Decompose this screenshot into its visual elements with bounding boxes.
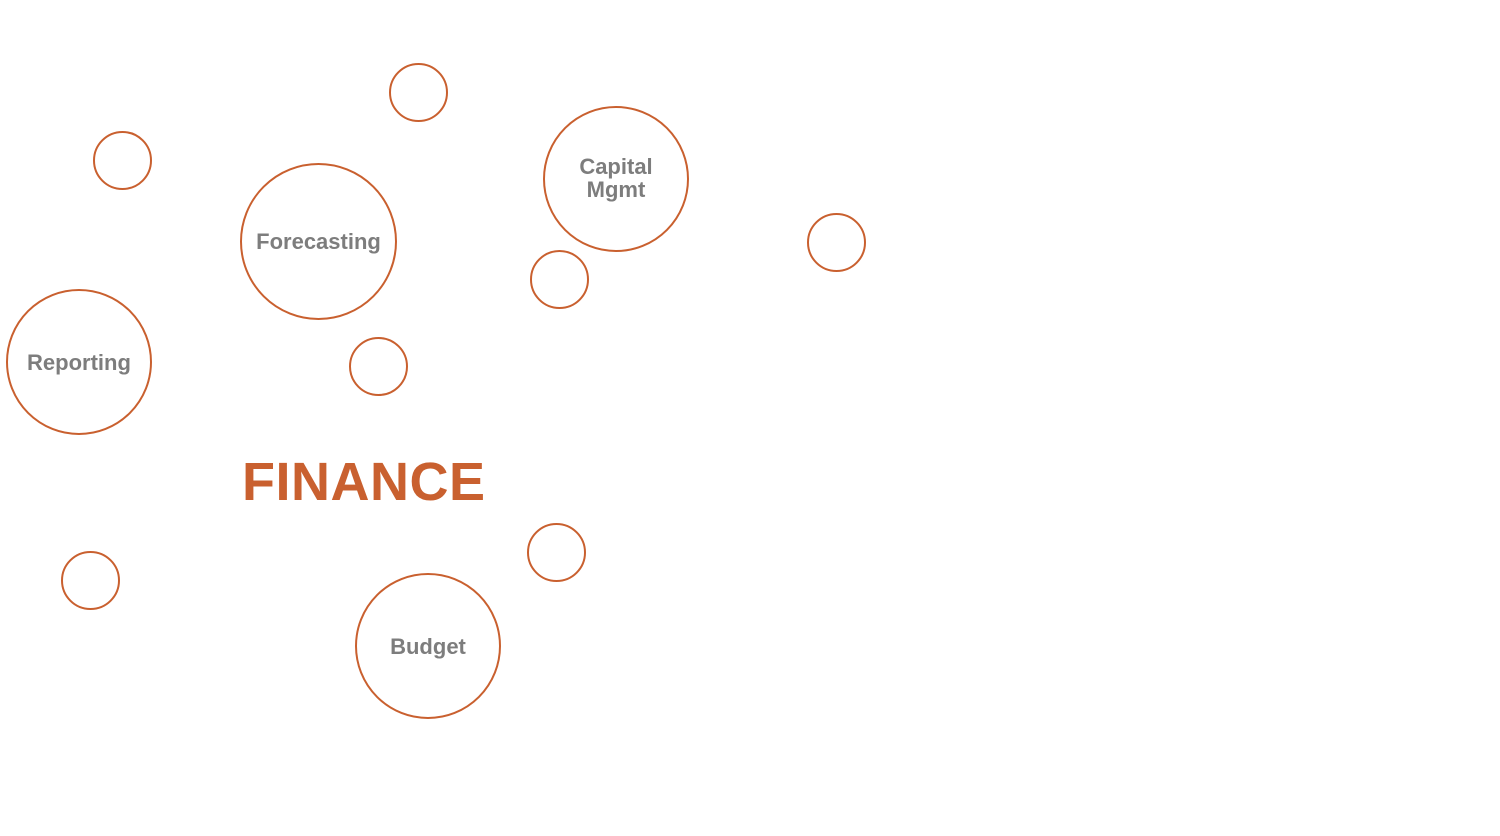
small-bubble	[530, 250, 589, 309]
small-bubble	[93, 131, 152, 190]
small-bubble	[389, 63, 448, 122]
small-bubble	[61, 551, 120, 610]
budget-bubble: Budget	[355, 573, 501, 719]
finance-title: FINANCE	[242, 452, 486, 512]
small-bubble	[349, 337, 408, 396]
budget-label: Budget	[390, 633, 466, 659]
small-bubble	[527, 523, 586, 582]
forecasting-label: Forecasting	[256, 229, 381, 254]
capital-mgmt-label: Capital Mgmt	[579, 154, 653, 202]
reporting-label: Reporting	[27, 349, 131, 375]
forecasting-bubble: Forecasting	[240, 163, 397, 320]
reporting-bubble: Reporting	[6, 289, 152, 435]
small-bubble	[807, 213, 866, 272]
capital-mgmt-bubble: Capital Mgmt	[543, 106, 689, 252]
